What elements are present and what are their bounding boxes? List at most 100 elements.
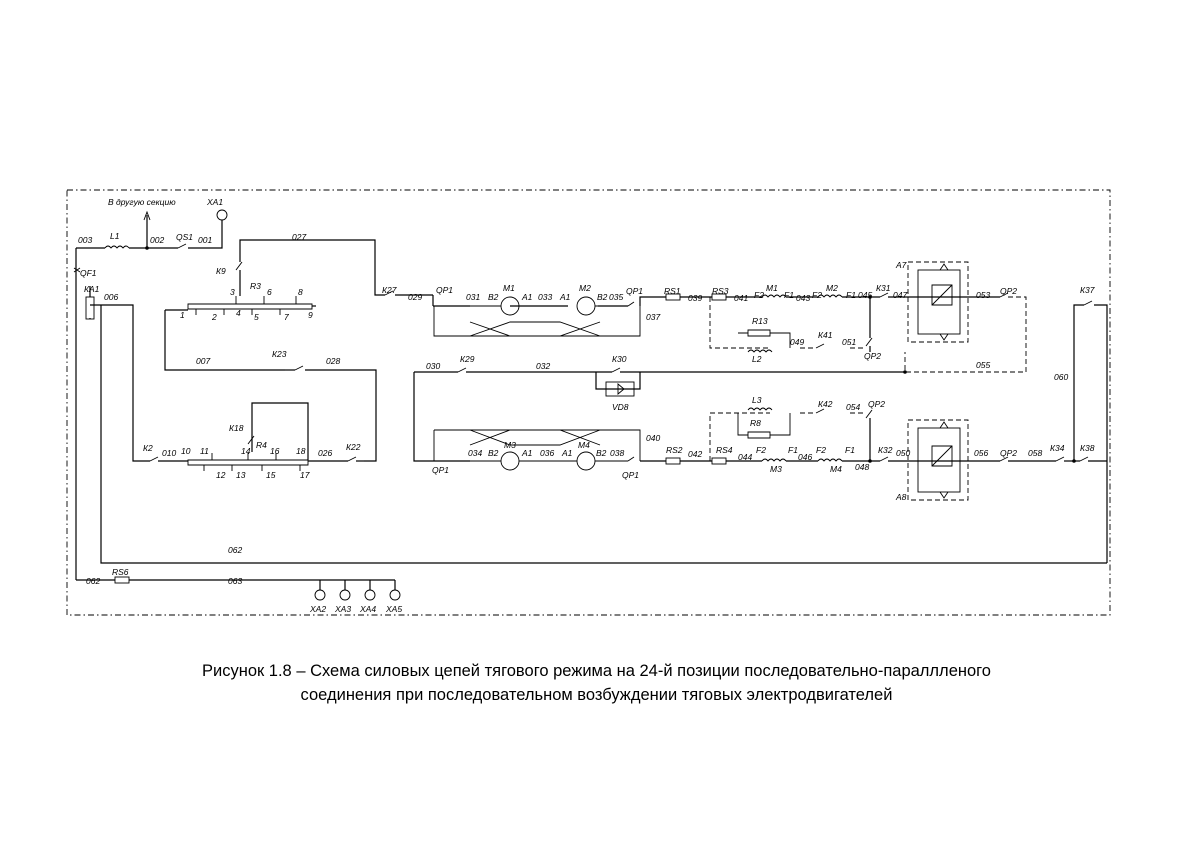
wire-027: 027 [292, 232, 306, 242]
wire-055: 055 [976, 360, 990, 370]
wire-032: 032 [536, 361, 550, 371]
label-k22: К22 [346, 442, 361, 452]
label-r3: R3 [250, 281, 261, 291]
tap-6: 6 [267, 287, 272, 297]
wire-042: 042 [688, 449, 702, 459]
wire-029: 029 [408, 292, 422, 302]
label-a7: А7 [895, 260, 907, 270]
wire-050: 050 [896, 448, 910, 458]
wire-028: 028 [326, 356, 340, 366]
wire-054: 054 [846, 402, 860, 412]
label-k23: К23 [272, 349, 287, 359]
label-f1-m4: F1 [845, 445, 855, 455]
label-a8: А8 [895, 492, 907, 502]
tap-7: 7 [284, 312, 289, 322]
resistor-r3 [164, 239, 433, 371]
label-xa2: ХА2 [309, 604, 326, 614]
label-rs6: RS6 [112, 567, 129, 577]
label-l3: L3 [752, 395, 762, 405]
label-m2-field: М2 [826, 283, 838, 293]
label-xa5: ХА5 [385, 604, 402, 614]
label-m3-field: М3 [770, 464, 782, 474]
tap-4: 4 [236, 308, 241, 318]
label-to-other-section: В другую секцию [108, 197, 176, 207]
feed-circuit [73, 209, 1107, 580]
wire-049: 049 [790, 337, 804, 347]
label-qp2-top: QP2 [1000, 286, 1017, 296]
tap-13: 13 [236, 470, 246, 480]
resistor-r4 [149, 402, 364, 471]
wire-046: 046 [798, 452, 812, 462]
label-rs1: RS1 [664, 286, 681, 296]
block-a7 [904, 261, 1027, 373]
wire-045: 045 [858, 290, 872, 300]
tap-1: 1 [180, 310, 185, 320]
label-m4-field: М4 [830, 464, 842, 474]
label-b2-m1: В2 [488, 292, 499, 302]
label-k2: К2 [143, 443, 153, 453]
wire-031: 031 [466, 292, 480, 302]
label-l1: L1 [110, 231, 120, 241]
label-qp2-bottom: QP2 [1000, 448, 1017, 458]
label-a1-m2: А1 [559, 292, 571, 302]
wire-040: 040 [646, 433, 660, 443]
label-qp2-lower: QP2 [868, 399, 885, 409]
tap-8: 8 [298, 287, 303, 297]
wire-002: 002 [150, 235, 164, 245]
label-k34: К34 [1050, 443, 1065, 453]
label-k27: К27 [382, 285, 397, 295]
label-qf1: QF1 [80, 268, 97, 278]
label-l2: L2 [752, 354, 762, 364]
wire-038: 038 [610, 448, 624, 458]
label-rs2: RS2 [666, 445, 683, 455]
motor-group-upper [432, 292, 912, 352]
label-qp1-bottom-left: QP1 [432, 465, 449, 475]
wire-041: 041 [734, 293, 748, 303]
wire-051: 051 [842, 337, 856, 347]
label-qp1-top: QP1 [436, 285, 453, 295]
wire-030: 030 [426, 361, 440, 371]
label-k9: К9 [216, 266, 226, 276]
label-vd8: VD8 [612, 402, 629, 412]
wire-036: 036 [540, 448, 554, 458]
tap-2: 2 [211, 312, 217, 322]
label-xa1: ХА1 [206, 197, 223, 207]
label-f2-m4: F2 [816, 445, 826, 455]
wire-003: 003 [78, 235, 92, 245]
label-k30: К30 [612, 354, 627, 364]
label-k31: К31 [876, 283, 891, 293]
label-ka1: КА1 [84, 284, 100, 294]
label-a1-m1: А1 [521, 292, 533, 302]
tap-10: 10 [181, 446, 191, 456]
wire-047: 047 [893, 290, 907, 300]
label-k37: К37 [1080, 285, 1095, 295]
label-rs4: RS4 [716, 445, 733, 455]
wire-063: 063 [228, 576, 242, 586]
label-b2-m3: В2 [488, 448, 499, 458]
label-f1-m1: F1 [784, 290, 794, 300]
label-f2-m1: F2 [754, 290, 764, 300]
label-k32: К32 [878, 445, 893, 455]
label-f2-m2: F2 [812, 290, 822, 300]
wire-048: 048 [855, 462, 869, 472]
label-m3: М3 [504, 440, 516, 450]
label-qp1-bottom-right: QP1 [622, 470, 639, 480]
label-xa3: ХА3 [334, 604, 351, 614]
label-m2: М2 [579, 283, 591, 293]
tap-3: 3 [230, 287, 235, 297]
wire-033: 033 [538, 292, 552, 302]
wire-058: 058 [1028, 448, 1042, 458]
wire-001: 001 [198, 235, 212, 245]
wire-034: 034 [468, 448, 482, 458]
label-qp1-right: QP1 [626, 286, 643, 296]
block-a8 [907, 419, 1107, 501]
label-r8: R8 [750, 418, 761, 428]
tap-12: 12 [216, 470, 226, 480]
label-b2-m2: В2 [597, 292, 608, 302]
label-r4: R4 [256, 440, 267, 450]
label-k38: К38 [1080, 443, 1095, 453]
tap-9: 9 [308, 310, 313, 320]
label-rs3: RS3 [712, 286, 729, 296]
wire-060: 060 [1054, 372, 1068, 382]
